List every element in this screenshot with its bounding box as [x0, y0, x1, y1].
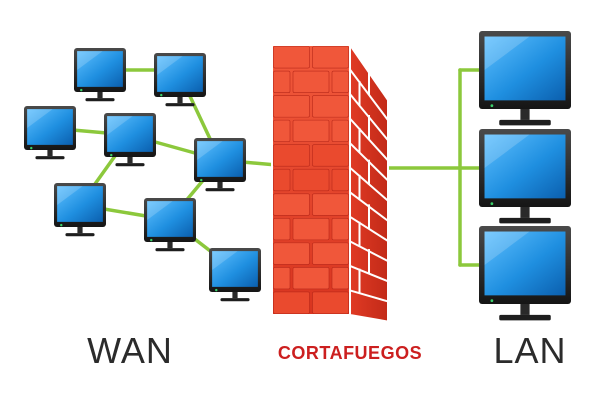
brick	[273, 218, 291, 241]
brick	[273, 70, 291, 93]
wan-computer-monitor-icon	[209, 248, 261, 302]
brick	[312, 144, 349, 167]
lan-computer-monitor-icon	[479, 31, 571, 126]
lan-label: LAN	[493, 330, 567, 371]
firewall-wall	[271, 41, 389, 323]
computers-group	[24, 31, 571, 321]
brick	[273, 193, 310, 216]
brick	[273, 144, 310, 167]
brick	[292, 119, 330, 142]
lan-computer-monitor-icon	[479, 226, 571, 321]
wan-computer-monitor-icon	[74, 48, 126, 102]
brick	[292, 70, 330, 93]
brick	[312, 193, 349, 216]
brick	[331, 119, 349, 142]
brick	[273, 46, 310, 69]
wall-front-face	[271, 44, 351, 316]
lan-computer-monitor-icon	[479, 129, 571, 224]
wan-computer-monitor-icon	[24, 106, 76, 160]
brick	[292, 218, 330, 241]
wan-computer-monitor-icon	[194, 138, 246, 192]
brick	[312, 291, 349, 314]
brick	[292, 168, 330, 192]
wan-computer-monitor-icon	[154, 53, 206, 107]
brick	[273, 168, 291, 192]
brick	[331, 70, 349, 93]
wan-computer-monitor-icon	[104, 113, 156, 167]
brick	[331, 218, 349, 241]
brick	[292, 267, 330, 290]
brick	[312, 46, 349, 69]
brick	[273, 119, 291, 142]
wan-label: WAN	[87, 330, 173, 371]
brick	[331, 267, 349, 290]
brick	[312, 242, 349, 265]
brick	[312, 95, 349, 118]
wan-computer-monitor-icon	[144, 198, 196, 252]
firewall-label: CORTAFUEGOS	[277, 343, 423, 363]
brick	[273, 291, 310, 314]
brick	[273, 95, 310, 118]
network-links	[48, 68, 487, 272]
brick	[273, 267, 291, 290]
wan-computer-monitor-icon	[54, 183, 106, 237]
brick	[331, 168, 349, 192]
brick	[273, 242, 310, 265]
